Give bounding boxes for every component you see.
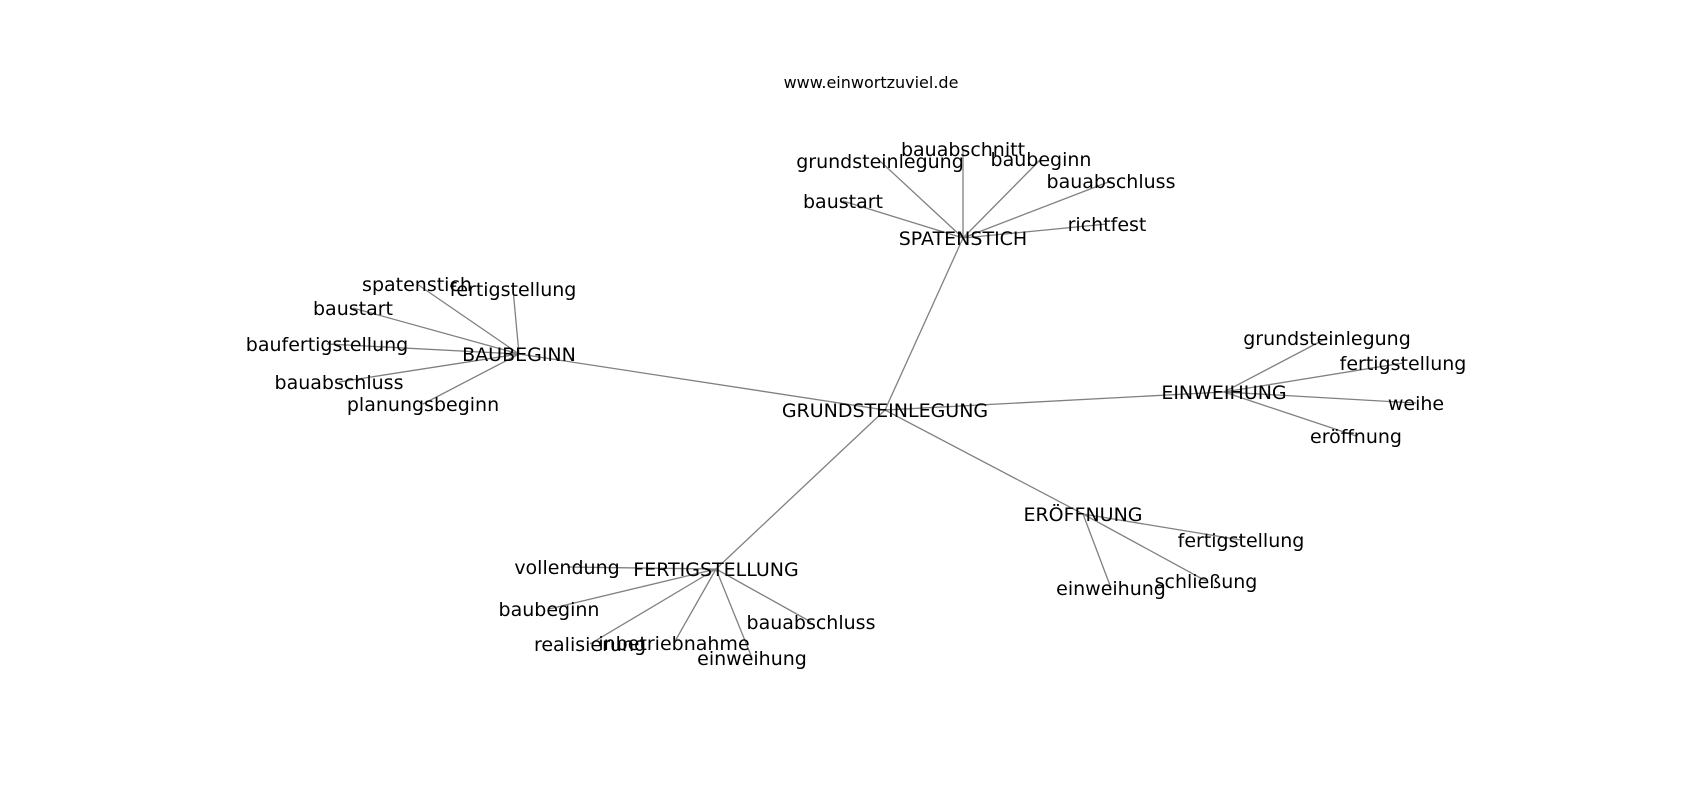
leaf-node-label: bauabschluss — [275, 372, 404, 394]
edge-hub-leaf — [422, 353, 520, 405]
leaf-node-label: grundsteinlegung — [796, 151, 964, 173]
edge-hub-leaf — [338, 353, 520, 383]
leaf-node-label: spatenstich — [362, 274, 472, 296]
edge-hub-leaf — [1223, 391, 1417, 404]
leaf-node-label: grundsteinlegung — [1243, 328, 1411, 350]
leaf-node-label: einweihung — [697, 648, 807, 670]
edge-hub-leaf — [842, 200, 964, 239]
edge-hub-leaf — [566, 566, 717, 570]
leaf-node-label: richtfest — [1068, 214, 1147, 236]
edge-hub-leaf — [326, 343, 520, 355]
leaf-node-label: bauabschluss — [747, 612, 876, 634]
hub-node-label: SPATENSTICH — [899, 228, 1027, 250]
edge-root-hub — [715, 409, 886, 570]
leaf-node-label: realisierung — [534, 634, 646, 656]
edge-hub-leaf — [715, 568, 812, 623]
hub-node-label: FERTIGSTELLUNG — [633, 559, 798, 581]
leaf-node-label: baubeginn — [499, 599, 600, 621]
edge-hub-leaf — [715, 568, 753, 659]
leaf-node-label: planungsbeginn — [347, 394, 499, 416]
edge-hub-leaf — [1223, 391, 1357, 437]
leaf-node-label: einweihung — [1056, 578, 1166, 600]
edge-hub-leaf — [589, 568, 717, 645]
edge-hub-leaf — [352, 307, 520, 355]
leaf-node-label: fertigstellung — [450, 279, 577, 301]
hub-node-label: BAUBEGINN — [462, 344, 576, 366]
edge-hub-leaf — [1082, 513, 1242, 541]
leaf-node-label: baubeginn — [991, 149, 1092, 171]
edge-hub-leaf — [962, 223, 1108, 239]
edge-hub-leaf — [512, 288, 520, 355]
site-title: www.einwortzuviel.de — [784, 73, 959, 92]
edge-hub-leaf — [1082, 513, 1112, 589]
edge-hub-leaf — [962, 158, 1042, 239]
edge-hub-leaf — [1223, 362, 1404, 393]
edge-hub-leaf — [879, 160, 964, 239]
leaf-node-label: baufertigstellung — [246, 334, 408, 356]
leaf-node-label: schließung — [1155, 571, 1258, 593]
leaf-node-label: bauabschluss — [1047, 171, 1176, 193]
leaf-node-label: fertigstellung — [1340, 353, 1467, 375]
leaf-node-label: weihe — [1388, 393, 1444, 415]
edge-root-hub — [518, 353, 886, 411]
edge-root-hub — [884, 237, 964, 411]
edge-hub-leaf — [548, 568, 717, 610]
edge-hub-leaf — [416, 283, 520, 355]
edge-hub-leaf — [962, 180, 1112, 239]
leaf-node-label: vollendung — [514, 557, 619, 579]
hub-node-label: EINWEIHUNG — [1161, 382, 1286, 404]
leaf-node-label: bauabschnitt — [901, 139, 1025, 161]
leaf-node-label: baustart — [313, 298, 393, 320]
root-node-label: GRUNDSTEINLEGUNG — [782, 400, 988, 422]
leaf-node-label: eröffnung — [1310, 426, 1402, 448]
edges — [326, 149, 1417, 659]
leaf-node-label: baustart — [803, 191, 883, 213]
leaf-node-label: inbetriebnahme — [598, 633, 749, 655]
edge-root-hub — [884, 409, 1084, 515]
edge-hub-leaf — [1082, 513, 1207, 582]
leaf-node-label: fertigstellung — [1178, 530, 1305, 552]
node-labels: GRUNDSTEINLEGUNG SPATENSTICH baustart grund… — [246, 139, 1467, 670]
edge-hub-leaf — [1223, 337, 1328, 393]
hub-node-label: ERÖFFNUNG — [1023, 503, 1142, 526]
edge-root-hub — [884, 391, 1225, 411]
edge-hub-leaf — [673, 568, 717, 644]
